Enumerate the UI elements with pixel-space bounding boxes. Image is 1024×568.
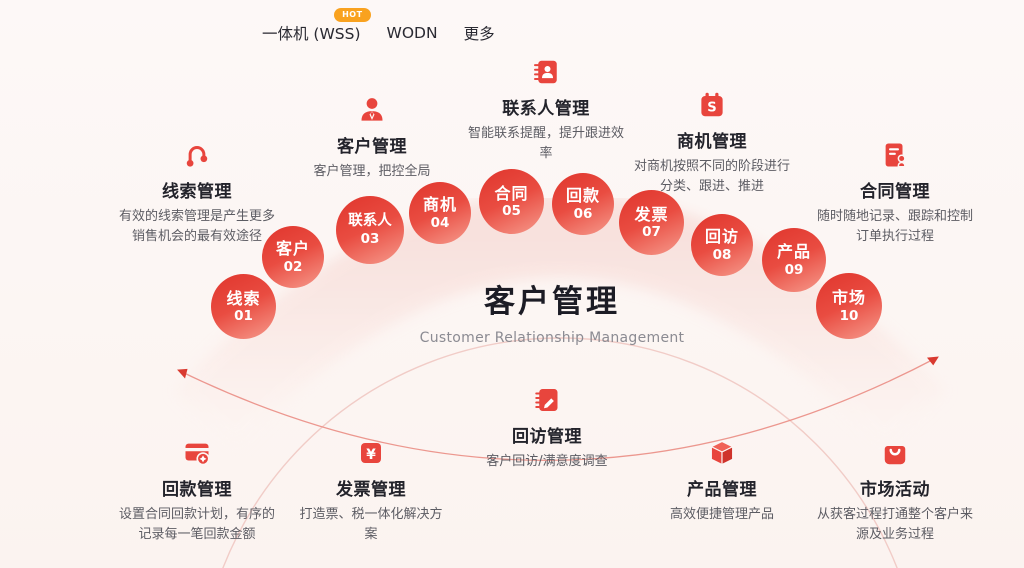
feature-title: 商机管理: [677, 132, 747, 152]
feature-title: 发票管理: [336, 480, 406, 500]
step-number: 03: [360, 230, 380, 247]
step-label: 客户: [275, 239, 310, 259]
step-number: 05: [502, 203, 521, 219]
step-label: 联系人: [348, 213, 392, 230]
product-cube-icon: [710, 440, 734, 466]
market-bag-icon: [884, 446, 906, 465]
step-number: 01: [234, 308, 253, 324]
feature-title: 回款管理: [162, 480, 232, 500]
feature-title: 产品管理: [687, 480, 757, 500]
feature-title: 市场活动: [860, 480, 930, 500]
invoice-yen-icon: ¥: [361, 443, 381, 463]
feature-desc: 客户管理，把控全局: [313, 164, 431, 179]
clue-route-icon: [186, 146, 208, 167]
revisit-notebook-icon: [535, 389, 558, 411]
step-number: 08: [712, 246, 732, 263]
customer-person-icon: [361, 98, 383, 121]
feature-invoices: ¥ 发票管理 打造票、税一体化解决方案: [261, 438, 481, 545]
step-bubble-products: 产品 09: [762, 228, 826, 292]
step-label: 市场: [831, 288, 866, 308]
feature-desc: 高效便捷管理产品: [669, 507, 774, 522]
feature-revisits: 回访管理 客户回访/满意度调查: [437, 385, 657, 472]
step-label: 产品: [776, 242, 811, 262]
feature-desc: 有效的线索管理是产生更多销售机会的最有效途径: [118, 209, 275, 245]
step-number: 04: [430, 214, 450, 231]
step-label: 回访: [704, 227, 739, 247]
page-subtitle: Customer Relationship Management: [419, 330, 685, 346]
feature-contracts: 合同管理 随时随地记录、跟踪和控制订单执行过程: [785, 140, 1005, 247]
feature-market: 市场活动 从获客过程打通整个客户来源及业务过程: [785, 438, 1005, 545]
swoosh-arrow-curve: [177, 356, 939, 462]
step-bubble-leads: 线索 01: [211, 274, 276, 339]
step-label: 商机: [422, 195, 457, 215]
nav-item-label: 一体机 (WSS): [262, 25, 361, 43]
step-label: 回款: [565, 186, 600, 206]
feature-title: 合同管理: [860, 182, 930, 202]
feature-desc: 客户回访/满意度调查: [486, 454, 608, 469]
step-bubble-contacts: 联系人 03: [336, 196, 404, 264]
feature-title: 客户管理: [337, 137, 407, 157]
nav-item-more[interactable]: 更多: [463, 25, 495, 43]
step-bubble-revisits: 回访 08: [691, 214, 753, 276]
step-bubble-opportunities: 商机 04: [409, 182, 471, 244]
step-bubble-contracts: 合同 05: [479, 169, 544, 234]
step-label: 合同: [494, 183, 529, 203]
pink-arc-band: [174, 192, 946, 450]
payment-card-icon: [185, 443, 210, 466]
step-bubble-market: 市场 10: [816, 273, 882, 339]
feature-customers: 客户管理 客户管理，把控全局: [262, 95, 482, 182]
feature-desc: 从获客过程打通整个客户来源及业务过程: [816, 507, 973, 543]
faint-circle-outline: [222, 337, 898, 568]
contact-book-icon: [534, 60, 557, 84]
step-number: 10: [839, 307, 859, 324]
step-number: 09: [784, 261, 804, 278]
svg-text:¥: ¥: [366, 447, 376, 463]
feature-title: 线索管理: [162, 182, 232, 202]
nav-item-all-in-one[interactable]: 一体机 (WSS) HOT: [262, 8, 371, 44]
nav-item-wodn[interactable]: WODN: [386, 24, 438, 42]
feature-products: 产品管理 高效便捷管理产品: [612, 438, 832, 525]
feature-leads: 线索管理 有效的线索管理是产生更多销售机会的最有效途径: [87, 140, 307, 247]
hot-badge: HOT: [334, 8, 371, 22]
feature-desc: 设置合同回款计划，有序的记录每一笔回款金额: [118, 507, 275, 543]
opportunity-calendar-icon: S: [701, 92, 723, 117]
feature-payments: 回款管理 设置合同回款计划，有序的记录每一笔回款金额: [87, 438, 307, 545]
contract-document-icon: [885, 143, 906, 168]
step-bubble-payments: 回款 06: [552, 173, 614, 235]
feature-desc: 智能联系提醒，提升跟进效率: [467, 126, 624, 162]
step-label: 线索: [226, 288, 261, 308]
step-number: 07: [642, 224, 661, 240]
center-title-block: 客户管理 Customer Relationship Management: [352, 276, 752, 346]
feature-contacts: 联系人管理 智能联系提醒，提升跟进效率: [436, 57, 656, 164]
feature-desc: 打造票、税一体化解决方案: [299, 507, 443, 543]
step-number: 02: [283, 258, 303, 275]
top-nav: 一体机 (WSS) HOT WODN 更多: [262, 8, 495, 44]
feature-title: 联系人管理: [502, 99, 590, 119]
feature-opportunities: S 商机管理 对商机按照不同的阶段进行分类、跟进、推进: [602, 90, 822, 197]
step-bubble-invoices: 发票 07: [619, 190, 684, 255]
step-label: 发票: [634, 204, 669, 224]
step-number: 06: [573, 205, 593, 222]
step-bubble-customers: 客户 02: [262, 226, 324, 288]
feature-desc: 随时随地记录、跟踪和控制订单执行过程: [816, 209, 973, 245]
feature-title: 回访管理: [512, 427, 582, 447]
page-title: 客户管理: [484, 284, 620, 320]
feature-desc: 对商机按照不同的阶段进行分类、跟进、推进: [633, 159, 790, 195]
svg-text:S: S: [707, 101, 716, 116]
